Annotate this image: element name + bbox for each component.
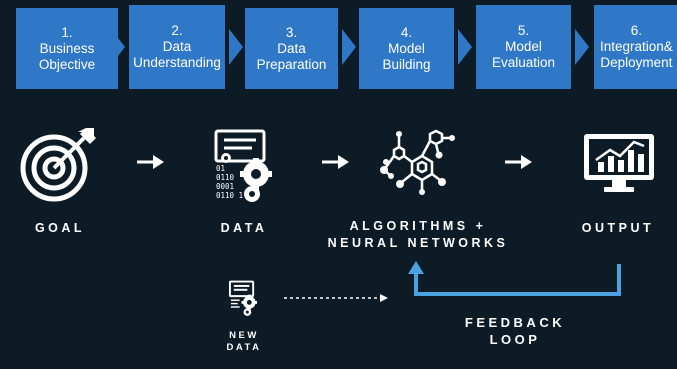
- step-model-building: 4. Model Building: [359, 8, 454, 89]
- chevron-right-icon: [575, 29, 589, 65]
- binary-text: 01 0110 0001 0110 1: [216, 164, 244, 200]
- neural-network-icon: [380, 129, 455, 195]
- chevron-right-icon: [111, 29, 125, 65]
- algorithms-label: ALGORITHMS + NEURAL NETWORKS: [327, 219, 509, 250]
- step-label: 4. Model Building: [382, 24, 431, 72]
- arrow-right-icon: [137, 155, 164, 169]
- new-data-document-gears-icon: [228, 280, 258, 316]
- step-label: 2. Data Understanding: [133, 23, 221, 70]
- step-label: 1. Business Objective: [38, 24, 96, 72]
- step-model-evaluation: 5. Model Evaluation: [476, 5, 571, 89]
- step-label: 6. Integration& Deployment: [600, 23, 673, 70]
- step-data-understanding: 2. Data Understanding: [129, 5, 225, 89]
- goal-label: GOAL: [34, 221, 86, 235]
- feedback-loop-arrow: [408, 261, 621, 296]
- monitor-chart-icon: [584, 134, 654, 192]
- step-data-preparation: 3. Data Preparation: [245, 8, 338, 89]
- step-label: 5. Model Evaluation: [491, 23, 556, 70]
- arrow-right-icon: [322, 155, 349, 169]
- data-document-gears-icon: [214, 129, 272, 202]
- step-integration-deployment: 6. Integration& Deployment: [594, 5, 677, 89]
- arrow-right-icon: [505, 155, 532, 169]
- new-data-label: NEW DATA: [226, 330, 262, 353]
- chevron-right-icon: [229, 29, 243, 65]
- dotted-arrow-icon: [284, 294, 388, 302]
- step-label: 3. Data Preparation: [256, 24, 327, 72]
- target-icon: [20, 128, 96, 202]
- step-business-objective: 1. Business Objective: [16, 8, 118, 89]
- chevron-right-icon: [342, 29, 356, 65]
- chevron-right-icon: [458, 29, 472, 65]
- output-label: OUTPUT: [581, 221, 655, 235]
- feedback-loop-label: FEEDBACK LOOP: [464, 315, 566, 347]
- data-label: DATA: [220, 221, 268, 235]
